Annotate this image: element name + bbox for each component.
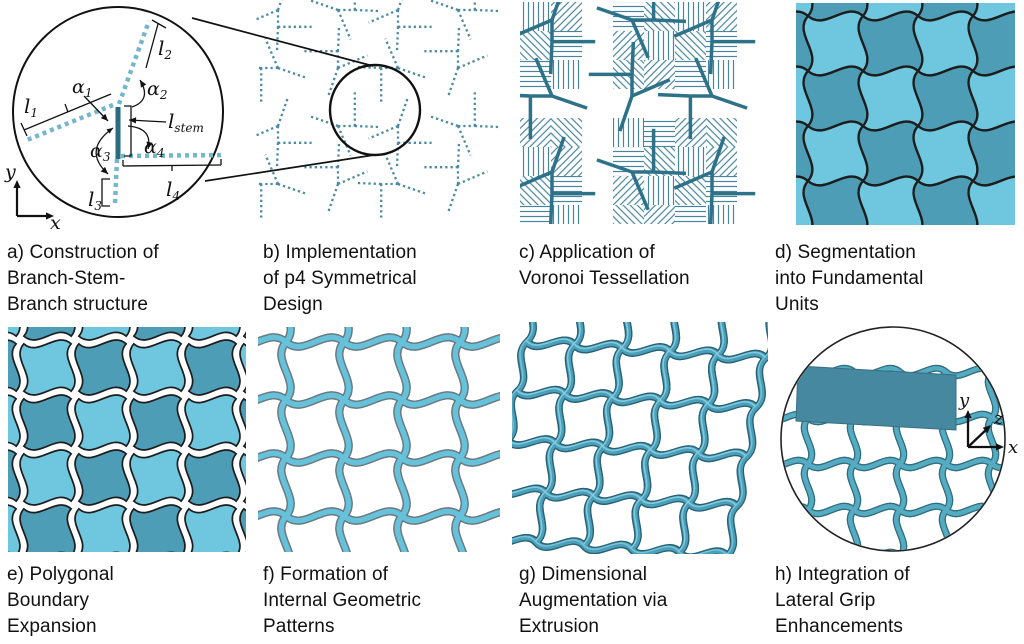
- panel-e-caption: e) Polygonal Boundary Expansion: [7, 564, 114, 637]
- svg-text:lstem: lstem: [168, 109, 204, 135]
- panel-b-art: [256, 0, 512, 232]
- svg-text:l3: l3: [88, 187, 102, 213]
- svg-text:x: x: [50, 212, 61, 232]
- svg-text:α2: α2: [147, 78, 167, 102]
- panel-g-art: [512, 322, 768, 554]
- svg-text:z: z: [993, 408, 1004, 429]
- svg-text:α3: α3: [90, 140, 111, 164]
- svg-text:l2: l2: [158, 36, 172, 62]
- svg-text:x: x: [1008, 437, 1018, 458]
- panel-d-caption: d) Segmentation into Fundamental Units: [775, 242, 924, 315]
- voronoi-hatch-pattern: [520, 2, 756, 224]
- panel-h-caption: h) Integration of Lateral Grip Enhanceme…: [775, 564, 910, 637]
- expanded-boundary-tessellation: [8, 327, 246, 552]
- svg-text:l1: l1: [24, 94, 38, 120]
- extruded-3d-pattern: [512, 322, 768, 554]
- svg-text:y: y: [4, 161, 16, 183]
- panel-f-art: [256, 322, 512, 554]
- svg-text:α4: α4: [144, 136, 164, 160]
- svg-text:y: y: [958, 390, 970, 411]
- fundamental-units-tessellation: [796, 3, 1015, 225]
- svg-text:l4: l4: [166, 177, 180, 203]
- panel-e-art: [0, 322, 256, 554]
- panel-d-art: [768, 0, 1024, 232]
- panel-a-art: l1 l2 l3 l4 lstem α1 α2 α3 α4 y x: [0, 0, 256, 232]
- panel-a-caption: a) Construction of Branch-Stem- Branch s…: [7, 242, 159, 315]
- panel-c-caption: c) Application of Voronoi Tessellation: [519, 242, 690, 289]
- panel-f-caption: f) Formation of Internal Geometric Patte…: [263, 564, 422, 637]
- panel-c-art: [512, 0, 768, 232]
- internal-pattern-outlines: [258, 327, 500, 552]
- panel-g-caption: g) Dimensional Augmentation via Extrusio…: [519, 564, 668, 637]
- lateral-grip-detail-circle: y zx: [780, 326, 1018, 552]
- p4-dotted-pattern: [256, 0, 501, 218]
- svg-text:α1: α1: [72, 76, 92, 100]
- branch-stem-branch-diagram: l1 l2 l3 l4 lstem α1 α2 α3 α4 y x: [4, 6, 226, 232]
- panel-b-caption: b) Implementation of p4 Symmetrical Desi…: [263, 242, 417, 315]
